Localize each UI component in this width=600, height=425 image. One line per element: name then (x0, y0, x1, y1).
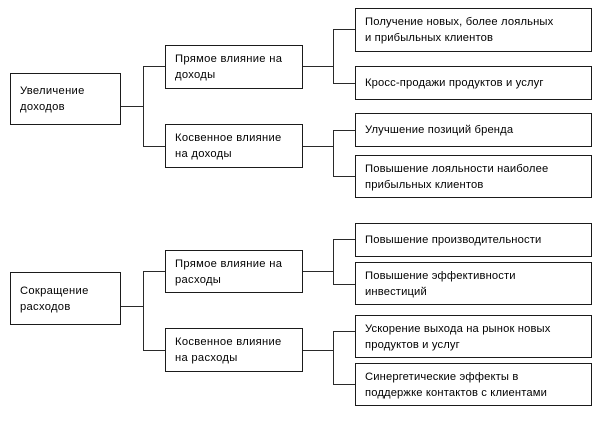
connector-indirect-cost-stem (303, 350, 333, 351)
node-label: Косвенное влияние на доходы (175, 132, 282, 160)
connector-direct-revenue-stem (303, 66, 333, 67)
connector-direct-revenue-leaf1 (333, 29, 355, 30)
node-label: Повышение эффективности инвестиций (365, 269, 516, 298)
connector-root2-spine (143, 271, 144, 351)
connector-indirect-cost-spine (333, 331, 334, 384)
connector-indirect-revenue-stem (303, 146, 333, 147)
node-label: Повышение лояльности наиболее прибыльных… (365, 162, 549, 191)
node-client-loyalty[interactable]: Повышение лояльности наиболее прибыльных… (355, 155, 592, 198)
connector-direct-revenue-spine (333, 29, 334, 83)
connector-indirect-revenue-spine (333, 130, 334, 176)
node-direct-revenue[interactable]: Прямое влияние на доходы (165, 45, 303, 89)
connector-indirect-cost-leaf1 (333, 331, 355, 332)
node-label: Кросс-продажи продуктов и услуг (365, 77, 544, 89)
connector-direct-revenue-leaf2 (333, 83, 355, 84)
node-label: Увеличение доходов (20, 85, 85, 113)
connector-direct-cost-leaf2 (333, 284, 355, 285)
connector-root1-stem (121, 106, 143, 107)
node-productivity[interactable]: Повышение производительности (355, 223, 592, 257)
node-label: Прямое влияние на доходы (175, 53, 283, 81)
connector-root2-to-indirect (143, 350, 165, 351)
connector-indirect-revenue-leaf1 (333, 130, 355, 131)
node-revenue-increase[interactable]: Увеличение доходов (10, 73, 121, 125)
connector-direct-cost-spine (333, 239, 334, 284)
node-label: Синергетические эффекты в поддержке конт… (365, 370, 548, 399)
connector-root1-to-indirect (143, 146, 165, 147)
node-investment-efficiency[interactable]: Повышение эффективности инвестиций (355, 262, 592, 305)
node-label: Улучшение позиций бренда (365, 124, 514, 136)
node-cross-sales[interactable]: Кросс-продажи продуктов и услуг (355, 66, 592, 100)
node-synergy-effects[interactable]: Синергетические эффекты в поддержке конт… (355, 363, 592, 406)
connector-root2-stem (121, 306, 143, 307)
node-indirect-revenue[interactable]: Косвенное влияние на доходы (165, 124, 303, 168)
node-label: Прямое влияние на расходы (175, 257, 283, 286)
node-label: Получение новых, более лояльных и прибыл… (365, 16, 554, 44)
node-label: Косвенное влияние на расходы (175, 336, 282, 364)
connector-root2-to-direct (143, 271, 165, 272)
connector-indirect-cost-leaf2 (333, 384, 355, 385)
connector-root1-spine (143, 66, 144, 147)
node-direct-cost[interactable]: Прямое влияние на расходы (165, 250, 303, 293)
node-faster-time-to-market[interactable]: Ускорение выхода на рынок новых продукто… (355, 315, 592, 358)
connector-indirect-revenue-leaf2 (333, 176, 355, 177)
node-new-loyal-clients[interactable]: Получение новых, более лояльных и прибыл… (355, 8, 592, 52)
node-cost-reduction[interactable]: Сокращение расходов (10, 272, 121, 325)
connector-direct-cost-stem (303, 271, 333, 272)
node-label: Ускорение выхода на рынок новых продукто… (365, 322, 551, 351)
connector-direct-cost-leaf1 (333, 239, 355, 240)
node-label: Сокращение расходов (20, 284, 89, 313)
connector-root1-to-direct (143, 66, 165, 67)
node-indirect-cost[interactable]: Косвенное влияние на расходы (165, 328, 303, 372)
node-label: Повышение производительности (365, 234, 542, 246)
node-brand-position[interactable]: Улучшение позиций бренда (355, 113, 592, 147)
